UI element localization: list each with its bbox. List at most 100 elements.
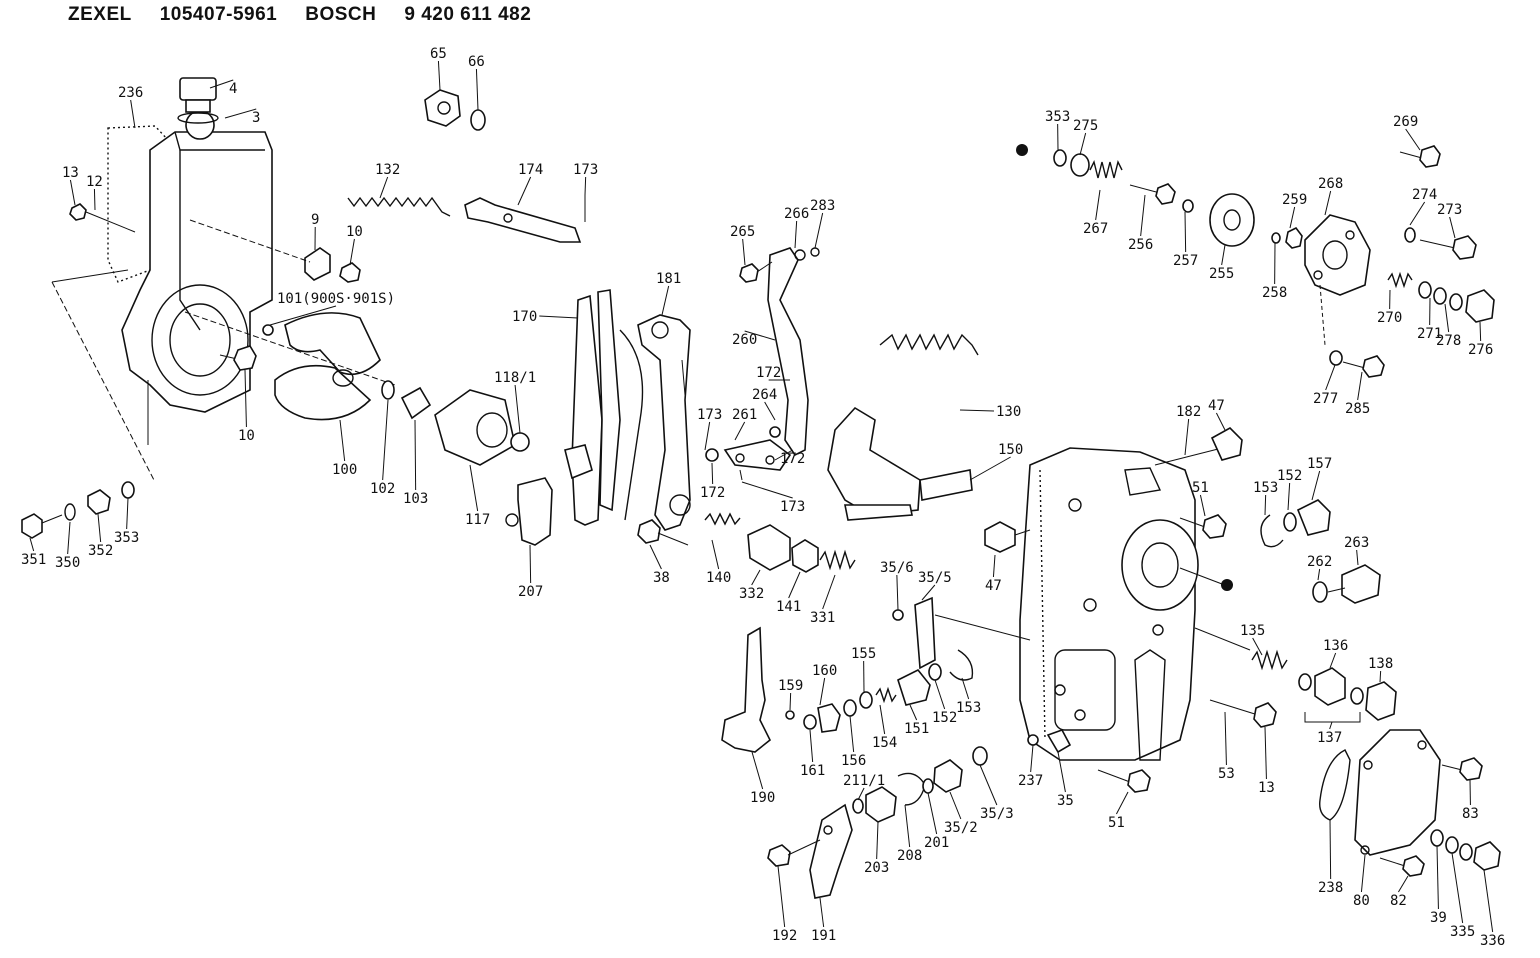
part-label-p259: 259 (1282, 192, 1307, 208)
leader-line-p47b (992, 554, 996, 578)
leader-line-p173c (741, 481, 793, 499)
leader-line-p191 (819, 897, 825, 928)
leader-line-p172c (774, 449, 793, 461)
leader-line-p236 (130, 99, 136, 129)
sleeve-parts (381, 380, 530, 466)
leader-line-p264 (764, 401, 776, 421)
leader-line-p118 (514, 384, 521, 434)
leader-line-p39 (1436, 845, 1439, 910)
pump-housing (1019, 447, 1199, 761)
leader-line-p263 (1356, 549, 1359, 566)
part-label-p208: 208 (897, 848, 922, 864)
leader-line-p101 (269, 305, 337, 326)
part-label-p256: 256 (1128, 237, 1153, 253)
part-label-p190: 190 (750, 790, 775, 806)
part-label-p172c: 172 (780, 451, 805, 467)
part-label-p160: 160 (812, 663, 837, 679)
plug-263 (1312, 564, 1381, 604)
leader-line-p277 (1325, 364, 1336, 391)
leader-line-p13a (69, 179, 76, 206)
part-label-p260: 260 (732, 332, 757, 348)
part-label-p3: 3 (252, 110, 260, 126)
part-label-p152b: 152 (932, 710, 957, 726)
part-label-p132: 132 (375, 162, 400, 178)
part-label-p356: 35/6 (880, 560, 914, 576)
leader-line-p190 (751, 751, 764, 790)
adjusting-parts (704, 512, 856, 573)
leader-line-p117 (469, 464, 479, 512)
leader-line-p102 (382, 399, 389, 481)
leader-line-p273 (1449, 216, 1456, 239)
leader-line-p141 (788, 571, 801, 599)
leader-line-p154 (879, 704, 886, 735)
part-label-p65: 65 (430, 46, 447, 62)
part-label-p140: 140 (706, 570, 731, 586)
governor-housing (51, 77, 273, 483)
leader-line-p138 (1379, 670, 1382, 683)
leader-line-p3 (224, 108, 257, 119)
leader-line-p351 (29, 537, 35, 552)
part-label-p265: 265 (730, 224, 755, 240)
bolt-12 (69, 203, 136, 233)
part-label-p80: 80 (1353, 893, 1370, 909)
part-label-p51b: 51 (1108, 815, 1125, 831)
part-label-p2111: 211/1 (843, 773, 885, 789)
leader-line-p278 (1444, 303, 1450, 333)
leader-line-p170 (539, 315, 579, 319)
leader-line-p51a (1199, 494, 1206, 517)
leader-line-p266 (794, 220, 798, 249)
part-label-p156: 156 (841, 753, 866, 769)
leader-line-p207 (529, 544, 532, 584)
leader-line-p135 (1252, 637, 1263, 656)
lever-parts-261 (705, 426, 792, 481)
part-label-p353b: 353 (1045, 109, 1070, 125)
leader-line-p356 (896, 574, 899, 611)
part-label-p353c: 35/3 (980, 806, 1014, 822)
part-label-p38: 38 (653, 570, 670, 586)
part-label-p285: 285 (1345, 401, 1370, 417)
part-label-p4: 4 (229, 81, 237, 97)
leader-line-p355 (921, 584, 936, 601)
part-label-p10b: 10 (238, 428, 255, 444)
part-label-p159: 159 (778, 678, 803, 694)
leader-line-p267 (1095, 189, 1101, 221)
leader-line-p2111 (857, 787, 865, 801)
part-label-p351: 351 (21, 552, 46, 568)
leader-line-p181 (661, 285, 670, 316)
leader-line-p259 (1289, 206, 1296, 229)
part-label-p192: 192 (772, 928, 797, 944)
part-label-p82: 82 (1390, 893, 1407, 909)
bracket-9 (189, 219, 361, 283)
leader-line-p274 (1409, 201, 1426, 226)
part-label-p172a: 172 (756, 365, 781, 381)
leader-line-p35 (1057, 751, 1066, 793)
leader-line-p275 (1079, 132, 1087, 156)
part-label-p12: 12 (86, 174, 103, 190)
leader-line-p332 (751, 569, 761, 586)
part-label-p261: 261 (732, 407, 757, 423)
part-label-p201: 201 (924, 835, 949, 851)
leader-line-p153a (1264, 494, 1267, 516)
zexel-part-number: 105407-5961 (159, 4, 278, 25)
leader-line-p53 (1224, 711, 1227, 766)
leader-line-p160 (819, 677, 826, 706)
part-label-p51a: 51 (1192, 480, 1209, 496)
stop-assembly (721, 626, 974, 753)
cover-268 (1304, 214, 1371, 346)
part-label-p173c: 173 (780, 499, 805, 515)
leader-line-p276 (1479, 321, 1482, 342)
part-label-p174: 174 (518, 162, 543, 178)
leader-line-p192 (777, 865, 786, 928)
part-label-p268: 268 (1318, 176, 1343, 192)
leader-line-p352b (949, 791, 962, 820)
leader-line-p260 (744, 330, 776, 341)
lever-181 (637, 314, 691, 531)
spring-130 (879, 333, 979, 356)
leader-line-p10b (244, 369, 247, 428)
part-label-p47b: 47 (985, 578, 1002, 594)
adjusting-screw-assembly (1016, 144, 1303, 249)
leader-line-p65 (437, 60, 441, 91)
part-label-p263: 263 (1344, 535, 1369, 551)
part-label-p277: 277 (1313, 391, 1338, 407)
